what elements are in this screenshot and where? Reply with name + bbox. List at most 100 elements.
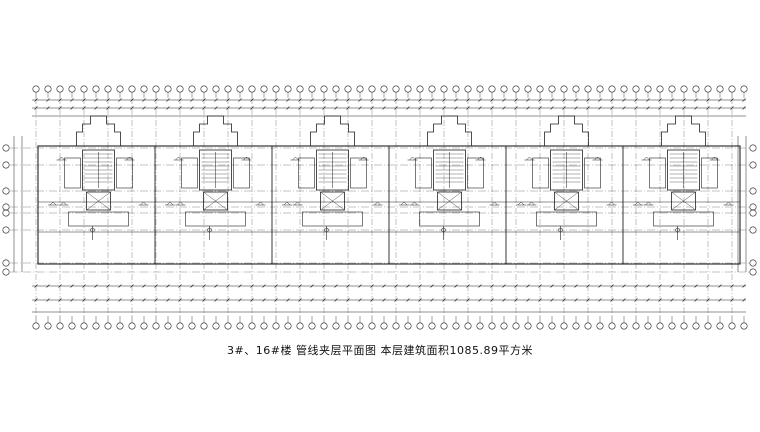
elevator-shaft [86, 191, 111, 211]
dimension-tick [118, 106, 122, 110]
dimension-tick [406, 98, 410, 102]
axis-bubble [200, 322, 208, 330]
axis-bubble [128, 85, 136, 93]
axis-bubble [68, 85, 76, 93]
dimension-tick [202, 106, 206, 110]
dimension-tick [694, 98, 698, 102]
level-symbol [374, 201, 381, 206]
axis-bubble [164, 322, 172, 330]
dimension-tick [430, 98, 434, 102]
stair-projection [661, 115, 706, 146]
axis-bubble [260, 322, 268, 330]
axis-bubble [536, 322, 544, 330]
side-room [415, 157, 432, 189]
dimension-tick [598, 284, 602, 288]
axis-bubble [200, 85, 208, 93]
dimension-tick [718, 284, 722, 288]
dimension-tick [670, 284, 674, 288]
axis-bubble [680, 85, 688, 93]
dimension-tick [130, 106, 134, 110]
dimension-tick [190, 106, 194, 110]
row-bubble [2, 187, 10, 195]
dimension-tick [358, 298, 362, 302]
dimension-tick [502, 284, 506, 288]
dimension-tick [670, 298, 674, 302]
axis-bubble [152, 85, 160, 93]
dimension-lines [32, 98, 746, 313]
shaft-cross [554, 191, 579, 211]
level-symbol [283, 201, 291, 206]
level-symbol [711, 156, 718, 161]
dimension-tick [742, 106, 746, 110]
row-bubble [749, 144, 757, 152]
dimension-tick [34, 106, 38, 110]
level-symbol [60, 201, 67, 206]
axis-bubble [152, 322, 160, 330]
axis-bubble [488, 85, 496, 93]
axis-bubble [476, 85, 484, 93]
dimension-tick [526, 298, 530, 302]
axis-bubble [344, 85, 352, 93]
dimension-tick [718, 298, 722, 302]
dimension-tick [598, 106, 602, 110]
axis-bubble [644, 85, 652, 93]
dimension-tick [550, 284, 554, 288]
row-bubble [749, 203, 757, 211]
level-symbol [58, 156, 65, 161]
axis-bubble [56, 322, 64, 330]
axis-bubble [596, 85, 604, 93]
axis-bubble [308, 85, 316, 93]
axis-bubble [260, 85, 268, 93]
dimension-tick [430, 284, 434, 288]
level-symbol [294, 201, 301, 206]
pipe-mark [675, 227, 680, 233]
axis-bubble [500, 85, 508, 93]
axis-bubble [548, 85, 556, 93]
dimension-tick [190, 98, 194, 102]
axis-bubble [320, 85, 328, 93]
dimension-tick [670, 106, 674, 110]
axis-bubble [512, 322, 520, 330]
dimension-tick [70, 298, 74, 302]
dimension-tick [214, 298, 218, 302]
side-room [584, 157, 601, 189]
level-symbol [49, 201, 57, 206]
axis-bubble [716, 322, 724, 330]
lobby [302, 211, 363, 227]
dimension-tick [646, 284, 650, 288]
dimension-tick [118, 298, 122, 302]
row-bubble [749, 187, 757, 195]
axis-bubble [428, 85, 436, 93]
axis-bubble [296, 85, 304, 93]
dimension-tick [502, 106, 506, 110]
dimension-tick [550, 106, 554, 110]
level-symbol [528, 201, 535, 206]
dimension-tick [106, 106, 110, 110]
axis-bubble [332, 322, 340, 330]
axis-bubble [608, 322, 616, 330]
stair-projection [310, 115, 355, 146]
axis-bubble [44, 85, 52, 93]
axis-bubble [632, 322, 640, 330]
bottom-axis-bubbles [32, 316, 748, 330]
side-room [350, 157, 367, 189]
axis-bubble [452, 85, 460, 93]
axis-bubble [620, 85, 628, 93]
shaft-cross [671, 191, 696, 211]
dimension-tick [634, 106, 638, 110]
stair-core [550, 149, 583, 191]
dimension-tick [430, 298, 434, 302]
axis-bubble [116, 322, 124, 330]
dimension-tick [298, 106, 302, 110]
stair-core [82, 149, 115, 191]
dimension-tick [406, 106, 410, 110]
level-symbol [360, 156, 367, 161]
axis-bubble [80, 85, 88, 93]
dimension-tick [574, 98, 578, 102]
dimension-tick [46, 98, 50, 102]
dimension-tick [382, 284, 386, 288]
dimension-tick [478, 284, 482, 288]
dimension-tick [658, 106, 662, 110]
axis-bubble [404, 85, 412, 93]
dimension-tick [598, 98, 602, 102]
